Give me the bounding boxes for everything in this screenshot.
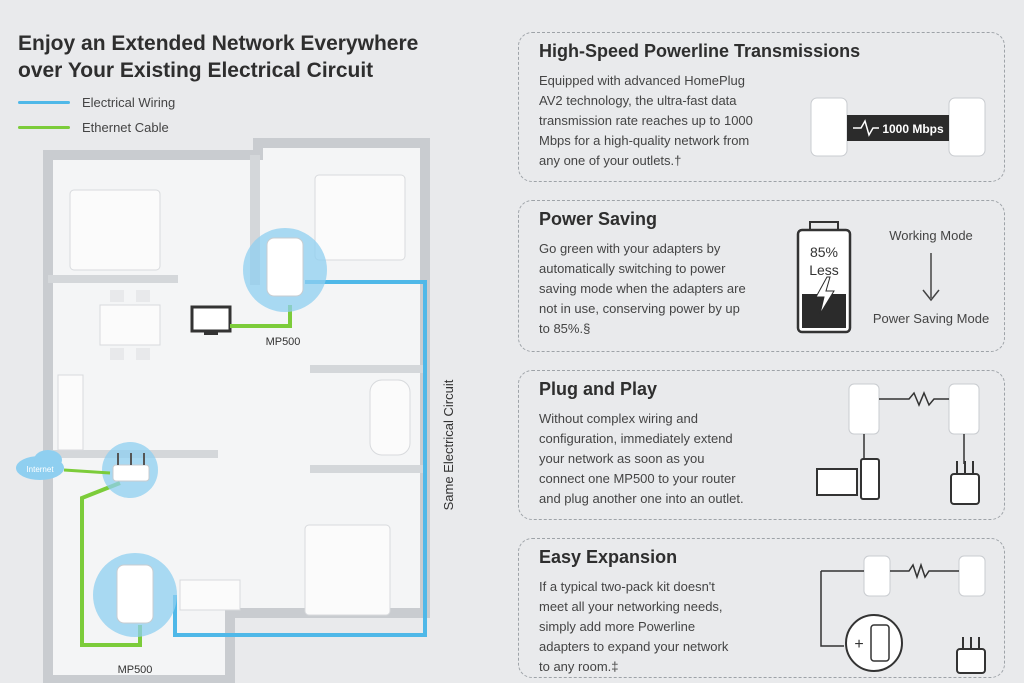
body-line: adapters to expand your network <box>539 639 729 654</box>
wall-e <box>310 465 425 473</box>
bed-2 <box>314 174 406 261</box>
body-line: saving mode when the adapters are <box>539 281 746 296</box>
adapter-icon <box>948 383 980 435</box>
circuit-label: Same Electrical Circuit <box>441 379 456 510</box>
sofa <box>57 374 84 451</box>
svg-text:+: + <box>854 636 863 653</box>
ethernet-cable-bottom <box>80 481 142 647</box>
body-line: your network as soon as you <box>539 451 705 466</box>
body-line: Equipped with advanced HomePlug <box>539 73 745 88</box>
body-line: connect one MP500 to your router <box>539 471 736 486</box>
speed-illustration: 1000 Mbps <box>810 97 986 157</box>
card-title: Plug and Play <box>539 379 658 399</box>
body-line: If a typical two-pack kit doesn't <box>539 579 715 594</box>
body-line: to any room.‡ <box>539 659 619 674</box>
bed-3 <box>304 524 391 616</box>
expansion-illustration: + <box>820 555 986 674</box>
speed-badge: 1000 Mbps <box>882 122 944 136</box>
tower-icon <box>860 458 880 500</box>
adapter-icon <box>810 97 848 157</box>
feature-card-power: Power Saving Go green with your adapters… <box>518 200 1005 352</box>
mp500-adapter-top <box>266 237 304 297</box>
electrical-wiring-line <box>173 280 427 637</box>
router-icon <box>956 648 986 674</box>
router-icon <box>950 473 980 505</box>
chair <box>110 348 124 360</box>
adapter-icon <box>958 555 986 597</box>
card-title: Power Saving <box>539 209 658 229</box>
couch <box>179 579 241 611</box>
feature-card-plug: Plug and Play Without complex wiring and… <box>518 370 1005 520</box>
legend-ethernet: Ethernet Cable <box>18 120 169 135</box>
body-line: simply add more Powerline <box>539 619 696 634</box>
card-body: Equipped with advanced HomePlug AV2 tech… <box>539 71 753 171</box>
internet-link <box>63 468 111 475</box>
mode-to: Power Saving Mode <box>873 311 989 326</box>
card-body: Go green with your adapters by automatic… <box>539 239 746 339</box>
electrical-swatch <box>18 101 70 104</box>
body-line: configuration, immediately extend <box>539 431 733 446</box>
device-label-top: MP500 <box>266 336 301 348</box>
adapter-icon <box>948 97 986 157</box>
mode-from: Working Mode <box>889 228 973 243</box>
ethernet-cable-top <box>230 305 292 328</box>
body-line: not in use, conserving power by up <box>539 301 740 316</box>
router-icon <box>112 464 150 482</box>
card-title: Easy Expansion <box>539 547 678 567</box>
tv-stand <box>204 331 218 335</box>
body-line: any one of your outlets.† <box>539 153 682 168</box>
tv-icon <box>190 305 232 333</box>
feature-card-expansion: Easy Expansion If a typical two-pack kit… <box>518 538 1005 678</box>
wall-d <box>310 365 425 373</box>
chair <box>110 290 124 302</box>
chair <box>136 348 150 360</box>
bed-1 <box>69 189 161 271</box>
card-body: Without complex wiring and configuration… <box>539 409 744 509</box>
body-line: Mbps for a high-quality network from <box>539 133 750 148</box>
device-label-bottom: MP500 <box>118 664 153 676</box>
computer-icon <box>816 468 858 496</box>
body-line: Go green with your adapters by <box>539 241 721 256</box>
body-line: and plug another one into an outlet. <box>539 491 744 506</box>
body-line: automatically switching to power <box>539 261 726 276</box>
adapter-icon <box>848 383 880 435</box>
wall-b <box>250 155 260 285</box>
cloud-label: Internet <box>26 465 54 474</box>
feature-card-speed: High-Speed Powerline Transmissions Equip… <box>518 32 1005 182</box>
title-line-2: over Your Existing Electrical Circuit <box>18 59 374 82</box>
card-title: High-Speed Powerline Transmissions <box>539 41 861 61</box>
mode-diagram: Working Mode Power Saving Mode <box>873 228 989 326</box>
battery-icon: 85% Less <box>796 221 852 334</box>
page-title: Enjoy an Extended Network Everywhere ove… <box>18 30 488 84</box>
floor-plan-illustration: MP500 Internet MP500 Same Electrical Cir… <box>16 138 456 683</box>
legend-ethernet-label: Ethernet Cable <box>82 120 169 135</box>
circuit-line <box>879 391 949 407</box>
dining-table <box>99 304 161 346</box>
battery-label: Less <box>809 262 839 278</box>
body-line: meet all your networking needs, <box>539 599 723 614</box>
mp500-adapter-bottom <box>116 564 154 624</box>
plug-play-illustration <box>816 383 980 505</box>
legend-electrical-label: Electrical Wiring <box>82 95 176 110</box>
legend-electrical: Electrical Wiring <box>18 95 175 110</box>
ethernet-swatch <box>18 126 70 129</box>
wall-a <box>48 275 178 283</box>
bathtub <box>369 379 411 456</box>
body-line: Without complex wiring and <box>539 411 698 426</box>
circuit-line <box>890 562 959 580</box>
speed-band <box>847 115 949 141</box>
title-line-1: Enjoy an Extended Network Everywhere <box>18 32 419 55</box>
chair <box>136 290 150 302</box>
body-line: to 85%.§ <box>539 321 591 336</box>
body-line: AV2 technology, the ultra-fast data <box>539 93 737 108</box>
adapter-icon <box>863 555 891 597</box>
card-body: If a typical two-pack kit doesn't meet a… <box>539 577 728 677</box>
body-line: transmission rate reaches up to 1000 <box>539 113 753 128</box>
battery-value: 85% <box>810 244 838 260</box>
lightning-icon <box>815 276 835 315</box>
signal-wave-icon <box>853 119 879 137</box>
